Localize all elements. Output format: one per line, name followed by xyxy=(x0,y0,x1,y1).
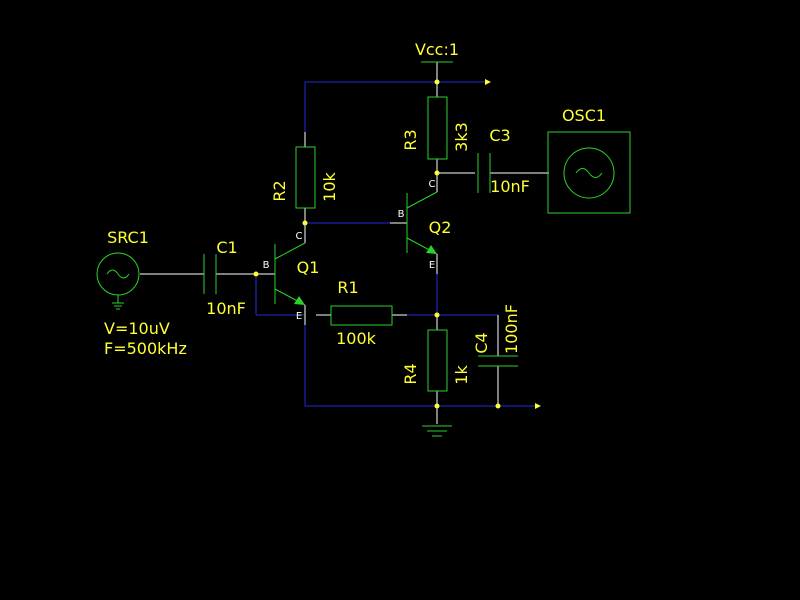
junction-dots xyxy=(253,79,501,409)
r3-value: 3k3 xyxy=(452,122,471,152)
junction-dot xyxy=(434,79,440,85)
capacitor-c4[interactable]: C4 100nF xyxy=(472,304,521,367)
c4-value: 100nF xyxy=(502,304,521,354)
transistor-q1[interactable]: B C E Q1 xyxy=(263,231,320,322)
vcc-label: Vcc:1 xyxy=(415,40,459,59)
q1-base-pin: B xyxy=(263,260,270,271)
src1-frequency: F=500kHz xyxy=(104,339,187,358)
osc1-name: OSC1 xyxy=(562,106,606,125)
q2-collector-pin: C xyxy=(429,179,436,190)
q1-emitter-arrow-icon xyxy=(294,296,305,305)
r2-value: 10k xyxy=(320,171,339,201)
capacitor-c3[interactable]: C3 10nF xyxy=(477,126,530,196)
oscilloscope-icon xyxy=(547,131,631,214)
c3-name: C3 xyxy=(489,126,510,145)
c1-value: 10nF xyxy=(206,299,246,318)
q2-emitter-arrow-icon xyxy=(426,245,437,254)
q2-collector-line xyxy=(406,191,438,209)
osc1-display xyxy=(563,147,615,199)
q1-collector-pin: C xyxy=(296,231,303,242)
q1-collector-line xyxy=(274,242,306,260)
resistor-r3[interactable]: R3 3k3 xyxy=(401,96,471,160)
src1-voltage: V=10uV xyxy=(104,319,170,338)
q1-emitter-pin: E xyxy=(296,311,302,322)
junction-dot xyxy=(302,220,308,226)
r4-name: R4 xyxy=(401,363,420,384)
vcc-rail-arrow xyxy=(485,79,491,85)
junction-dot xyxy=(434,312,440,318)
r3-name: R3 xyxy=(401,129,420,150)
ground-rail-arrow xyxy=(535,403,541,409)
c1-name: C1 xyxy=(216,238,237,257)
junction-dot xyxy=(434,403,440,409)
r3-body xyxy=(427,96,448,160)
c3-value: 10nF xyxy=(490,177,530,196)
r1-body xyxy=(330,305,393,326)
capacitor-c1[interactable]: C1 10nF xyxy=(203,238,246,318)
r1-name: R1 xyxy=(337,278,358,297)
q2-emitter-pin: E xyxy=(429,260,435,271)
c4-name: C4 xyxy=(472,332,491,353)
resistor-r4[interactable]: R4 1k xyxy=(401,329,471,392)
wires xyxy=(140,62,549,424)
r2-name: R2 xyxy=(270,180,289,201)
transistor-q2[interactable]: B C E Q2 xyxy=(398,179,452,271)
oscilloscope-osc1[interactable]: OSC1 xyxy=(547,106,631,214)
junction-dot xyxy=(495,403,501,409)
junction-dot xyxy=(253,271,259,277)
sine-wave-icon xyxy=(575,168,603,178)
r4-value: 1k xyxy=(452,365,471,385)
signal-source-src1[interactable]: SRC1 V=10uV F=500kHz xyxy=(96,228,187,358)
r4-body xyxy=(427,329,448,392)
resistor-r2[interactable]: R2 10k xyxy=(270,146,339,209)
junction-dot xyxy=(434,170,440,176)
vcc-supply[interactable]: Vcc:1 xyxy=(415,40,459,63)
q1-name: Q1 xyxy=(297,258,320,277)
r1-value: 100k xyxy=(336,329,377,348)
resistor-r1[interactable]: R1 100k xyxy=(330,278,393,348)
sine-wave-icon xyxy=(106,269,130,279)
q2-name: Q2 xyxy=(429,218,452,237)
q2-base-pin: B xyxy=(398,209,405,220)
ground-symbol xyxy=(422,425,452,437)
src1-name: SRC1 xyxy=(107,228,149,247)
r2-body xyxy=(295,146,316,209)
